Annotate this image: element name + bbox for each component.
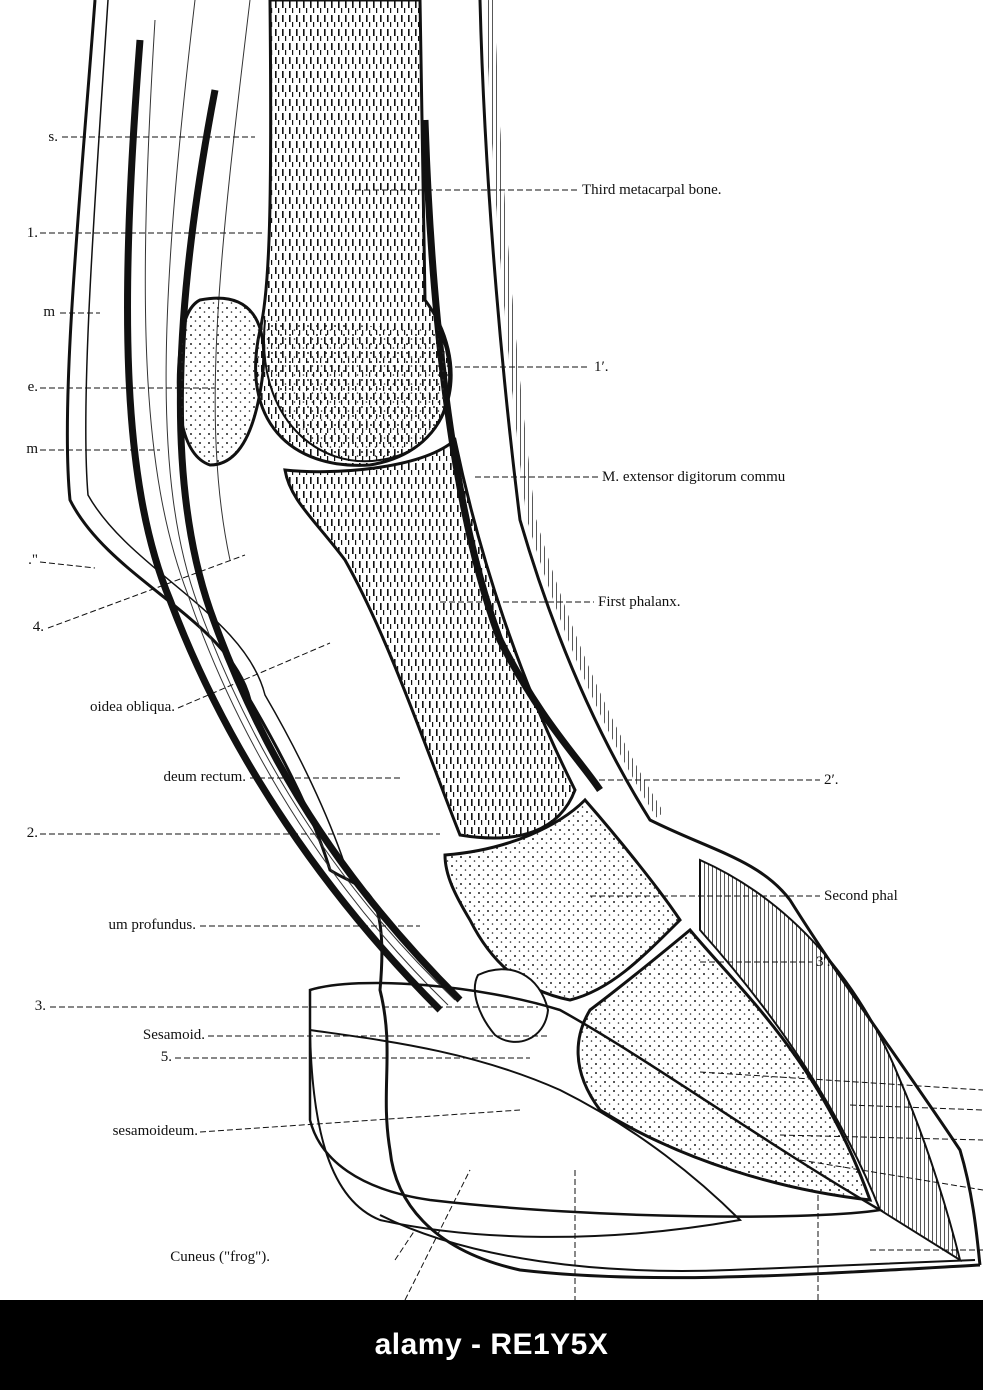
label-5: 5. xyxy=(160,1049,172,1065)
label-3: 3. xyxy=(34,998,46,1014)
label-first-phalanx: First phalanx. xyxy=(598,594,681,610)
label-extensor: M. extensor digitorum commu xyxy=(602,469,786,485)
label-s: s. xyxy=(48,129,58,145)
dorsal-skin-hatch xyxy=(485,0,664,818)
label-rectum: deum rectum. xyxy=(163,769,246,785)
label-1-prime: 1′. xyxy=(594,359,609,375)
hoof-wall xyxy=(699,858,962,1263)
label-3-prime: 3′. xyxy=(816,954,831,970)
dorsal-skin-outline xyxy=(478,0,982,1266)
metacarpal-condyle xyxy=(262,319,451,463)
label-sesamoideum: sesamoideum. xyxy=(112,1123,198,1139)
first-phalanx-bone xyxy=(283,437,577,840)
label-cuneus-frog: Cuneus ("frog"). xyxy=(170,1249,270,1265)
label-profundus: um profundus. xyxy=(108,917,197,933)
label-third-metacarpal: Third metacarpal bone. xyxy=(582,182,722,198)
label-obliqua: oidea obliqua. xyxy=(90,699,175,715)
proximal-sesamoid xyxy=(176,296,266,467)
third-phalanx-bone xyxy=(576,927,873,1202)
label-m-lower: m xyxy=(26,441,38,457)
flexor-tendon-deep xyxy=(176,89,463,1003)
hoof-section-drawing xyxy=(39,0,983,1300)
palmar-skin-inner xyxy=(85,0,346,866)
label-m-upper: m xyxy=(43,304,55,320)
anatomical-figure: s. 1. m e. m ." 4. oidea obliqua. deum r… xyxy=(26,0,983,1300)
watermark-text: alamy - RE1Y5X xyxy=(374,1328,609,1361)
watermark-strip xyxy=(0,1300,983,1390)
label-4: 4. xyxy=(32,619,44,635)
second-phalanx-bone xyxy=(443,797,682,1002)
label-2-prime: 2′. xyxy=(824,772,839,788)
label-second-phalanx: Second phal xyxy=(824,888,898,904)
label-e: e. xyxy=(27,379,38,395)
frog-cuneus xyxy=(308,1028,743,1238)
ground-surface xyxy=(379,1214,976,1272)
label-sesamoid: Sesamoid. xyxy=(142,1027,205,1043)
flexor-tendon-superficial xyxy=(124,39,443,1013)
label-quote: ." xyxy=(28,552,38,568)
hoof-sole xyxy=(308,981,884,1218)
label-1: 1. xyxy=(26,225,38,241)
leader-lines xyxy=(39,136,983,1300)
label-2: 2. xyxy=(26,825,38,841)
